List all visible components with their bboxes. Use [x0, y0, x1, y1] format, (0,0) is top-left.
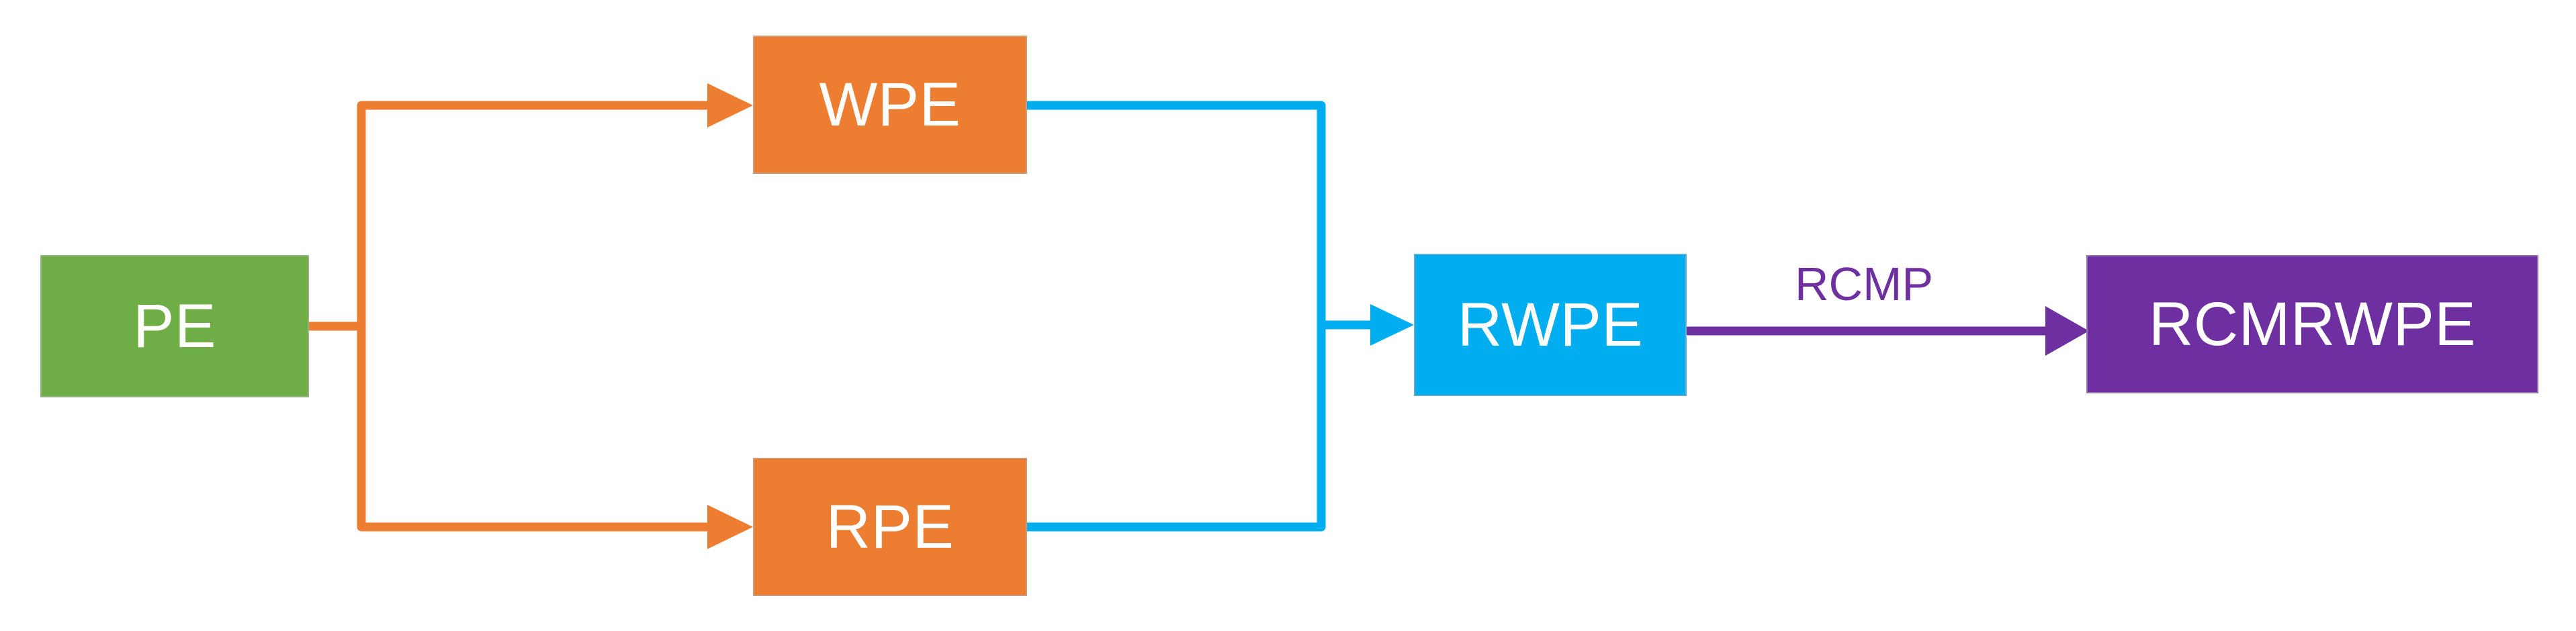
- node-rpe-label: RPE: [826, 493, 954, 561]
- edge-rwpe-to-rcmrwpe: [1684, 306, 2089, 356]
- node-wpe[interactable]: WPE: [753, 36, 1027, 174]
- edge-pe-to-rpe-line: [306, 322, 720, 532]
- node-rwpe[interactable]: RWPE: [1414, 254, 1687, 396]
- node-pe[interactable]: PE: [40, 255, 309, 397]
- edge-rpe-to-rwpe-line: [1011, 320, 1382, 532]
- edge-wpe-to-rwpe: [1011, 101, 1382, 330]
- edge-to-rwpe-arrowhead: [1370, 304, 1414, 346]
- node-rpe[interactable]: RPE: [753, 458, 1027, 596]
- node-rwpe-label: RWPE: [1457, 291, 1644, 359]
- node-rcmrwpe[interactable]: RCMRWPE: [2086, 255, 2538, 393]
- edge-pe-to-rpe-arrowhead: [707, 505, 753, 549]
- node-rcmrwpe-label: RCMRWPE: [2148, 290, 2477, 358]
- edge-pe-to-wpe-line: [306, 101, 720, 331]
- edge-rpe-to-rwpe: [1011, 304, 1414, 532]
- edge-pe-to-rpe: [306, 322, 753, 549]
- edge-pe-to-wpe: [306, 83, 753, 331]
- edge-rwpe-to-rcmrwpe-arrowhead: [2045, 306, 2089, 356]
- node-wpe-label: WPE: [819, 70, 961, 139]
- edge-label-rcmp: RCMP: [1795, 258, 1934, 310]
- node-pe-label: PE: [133, 292, 216, 360]
- edge-wpe-to-rwpe-line: [1011, 101, 1382, 330]
- edge-pe-to-wpe-arrowhead: [707, 83, 753, 128]
